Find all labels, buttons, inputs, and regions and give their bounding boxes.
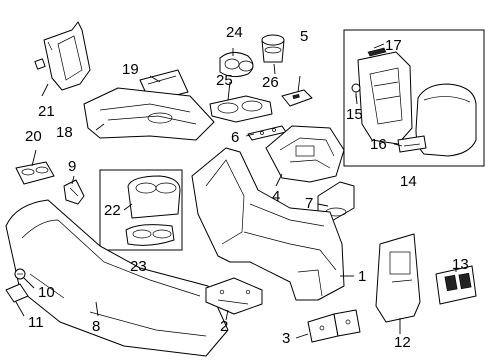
part-hinge-16 <box>397 135 427 153</box>
part-cupholder-frame <box>209 95 273 123</box>
callout-1: 1 <box>358 268 366 285</box>
callout-2: 2 <box>220 318 228 335</box>
part-bracket-9 <box>63 179 85 205</box>
part-end-cap <box>5 283 29 303</box>
callout-24: 24 <box>226 24 243 41</box>
callout-18: 18 <box>56 124 73 141</box>
callout-22: 22 <box>104 202 121 219</box>
part-clip-20 <box>15 161 55 185</box>
callout-20: 20 <box>25 128 42 145</box>
part-armrest-lid <box>357 47 413 145</box>
part-console-mechanism <box>265 125 345 183</box>
callout-25: 25 <box>216 72 233 89</box>
part-upper-panel <box>83 87 215 141</box>
callout-14: 14 <box>400 173 417 190</box>
part-console-body <box>191 147 345 301</box>
callout-12: 12 <box>394 334 411 351</box>
callout-labels: 24 5 17 19 25 26 21 15 18 6 20 16 9 14 4… <box>25 24 469 351</box>
part-bracket-3 <box>307 309 361 343</box>
callout-9: 9 <box>68 158 76 175</box>
callout-3: 3 <box>282 330 290 347</box>
part-clip-10 <box>14 268 26 280</box>
part-shifter-bezel <box>34 21 91 91</box>
leader-lines <box>15 43 457 339</box>
callout-7: 7 <box>305 195 313 212</box>
callout-4: 4 <box>272 188 280 205</box>
callout-23: 23 <box>130 258 147 275</box>
part-vent <box>435 265 477 305</box>
callout-16: 16 <box>370 136 387 153</box>
part-mat <box>219 52 254 78</box>
callout-21: 21 <box>38 103 55 120</box>
callout-17: 17 <box>385 37 402 54</box>
part-switch <box>281 89 313 107</box>
part-cup-insert <box>261 34 285 63</box>
callout-10: 10 <box>38 284 55 301</box>
callout-8: 8 <box>92 318 100 335</box>
callout-5: 5 <box>300 28 308 45</box>
part-mounting-bracket <box>205 277 263 315</box>
group-box-14 <box>343 29 485 167</box>
callout-19: 19 <box>122 61 139 78</box>
callout-11: 11 <box>28 314 44 331</box>
part-side-panel <box>5 199 229 357</box>
callout-13: 13 <box>452 256 469 273</box>
part-cupholder-assembly <box>125 175 181 246</box>
group-box-23 <box>99 169 183 251</box>
callout-26: 26 <box>262 74 279 91</box>
callout-15: 15 <box>346 106 363 123</box>
part-rear-panel <box>375 233 421 323</box>
callout-6: 6 <box>231 129 239 146</box>
